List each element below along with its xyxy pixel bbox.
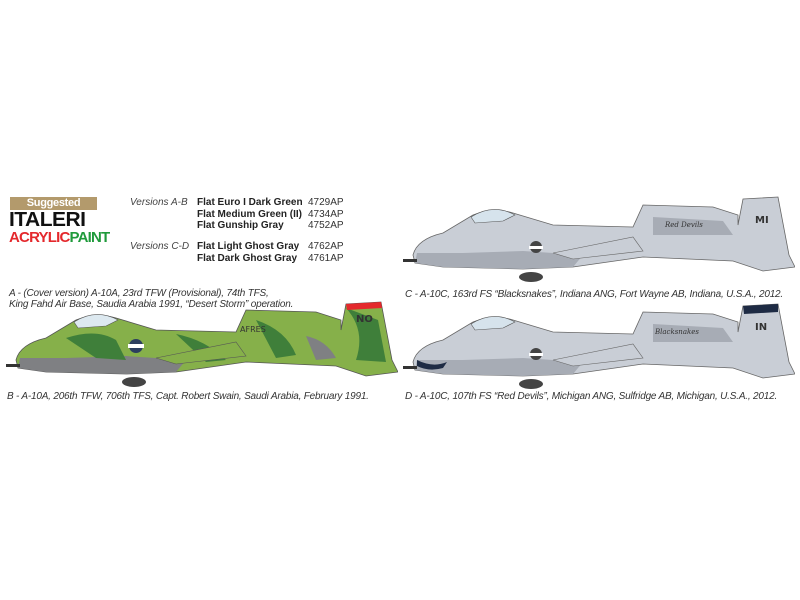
paint-list-cd: Flat Light Ghost Gray Flat Dark Ghost Gr… bbox=[197, 241, 299, 264]
versions-cd-label: Versions C-D bbox=[130, 241, 190, 252]
aircraft-c-profile: Red Devils MI bbox=[403, 196, 795, 282]
paint-name: Flat Dark Ghost Gray bbox=[197, 252, 298, 264]
nacelle-marking-c: Red Devils bbox=[664, 221, 703, 229]
paint-code: 4762AP bbox=[308, 241, 344, 252]
caption-a-line2: King Fahd Air Base, Saudia Arabia 1991, … bbox=[9, 299, 294, 310]
aircraft-d-profile: Blacksnakes IN bbox=[403, 303, 795, 389]
paint-codes-cd: 4762AP 4761AP bbox=[308, 241, 344, 264]
versions-ab-label: Versions A-B bbox=[130, 197, 188, 208]
paint-list-ab: Flat Euro I Dark Green Flat Medium Green… bbox=[197, 197, 303, 232]
tail-code-c: MI bbox=[755, 215, 769, 226]
paint-text: PAINT bbox=[69, 229, 111, 246]
acrylic-text: ACRYLIC bbox=[9, 229, 70, 246]
paint-code: 4761AP bbox=[308, 252, 344, 264]
acrylic-paint-logo: ACRYLICPAINT bbox=[9, 229, 111, 246]
caption-d: D - A-10C, 107th FS “Red Devils”, Michig… bbox=[405, 391, 778, 402]
italeri-logo: ITALERI bbox=[9, 209, 86, 231]
paint-codes-ab: 4729AP 4734AP 4752AP bbox=[308, 197, 344, 232]
nacelle-marking-ab: AFRES bbox=[240, 325, 266, 334]
aircraft-ab-profile: AFRES NO bbox=[6, 301, 398, 387]
paint-code: 4752AP bbox=[308, 220, 344, 231]
nacelle-marking-d: Blacksnakes bbox=[654, 328, 699, 336]
paint-code: 4729AP bbox=[308, 197, 344, 208]
tail-code-d: IN bbox=[755, 322, 767, 333]
paint-name: Flat Euro I Dark Green bbox=[197, 197, 303, 208]
caption-a-line1: A - (Cover version) A-10A, 23rd TFW (Pro… bbox=[9, 288, 269, 299]
suggested-colors-label: Suggested colors bbox=[10, 197, 97, 222]
caption-c: C - A-10C, 163rd FS “Blacksnakes”, India… bbox=[405, 289, 783, 300]
paint-code: 4734AP bbox=[308, 208, 344, 220]
tail-code-ab: NO bbox=[356, 314, 373, 325]
paint-name: Flat Gunship Gray bbox=[197, 220, 284, 231]
caption-b: B - A-10A, 206th TFW, 706th TFS, Capt. R… bbox=[7, 391, 369, 402]
paint-name: Flat Light Ghost Gray bbox=[197, 241, 300, 252]
paint-name: Flat Medium Green (II) bbox=[197, 208, 303, 220]
